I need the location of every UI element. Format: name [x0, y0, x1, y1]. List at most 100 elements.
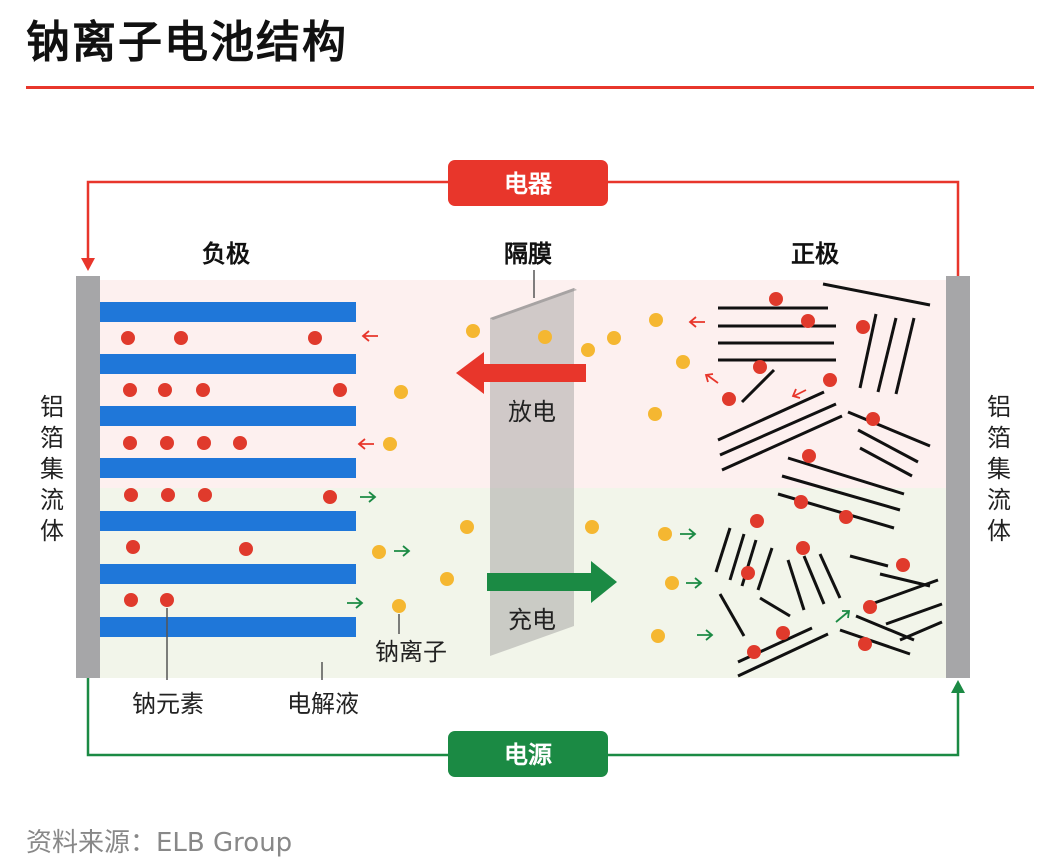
- small-arrow-left-icon: [791, 388, 807, 399]
- cathode-sodium-atoms: [722, 292, 910, 659]
- sodium-atom: [802, 449, 816, 463]
- sodium-atom: [333, 383, 347, 397]
- discharge-label: 放电: [508, 398, 556, 426]
- sodium-atom: [233, 436, 247, 450]
- right-current-collector: [946, 276, 970, 678]
- sodium-atom: [174, 331, 188, 345]
- left-collector-char-1: 铝: [40, 393, 64, 421]
- left-current-collector: [76, 276, 100, 678]
- separator-heading: 隔膜: [504, 240, 552, 268]
- sodium-atom: [323, 490, 337, 504]
- sodium-atom: [776, 626, 790, 640]
- sodium-atom: [858, 637, 872, 651]
- small-arrow-right-icon: [680, 528, 697, 540]
- sodium-ion: [648, 407, 662, 421]
- right-collector-label: 铝 箔 集 流 体: [987, 393, 1019, 545]
- sodium-atom: [121, 331, 135, 345]
- sodium-element-label: 钠元素: [132, 690, 204, 718]
- small-charge-arrows: [347, 491, 851, 641]
- sodium-atom: [750, 514, 764, 528]
- small-arrow-left-icon: [361, 330, 378, 342]
- appliance-badge: 电器: [448, 160, 608, 206]
- arrow-up-icon: [951, 680, 965, 693]
- small-arrow-right-icon: [697, 629, 714, 641]
- sodium-ion: [440, 572, 454, 586]
- sodium-atom: [866, 412, 880, 426]
- cathode-structure: [714, 282, 943, 678]
- anode-layer: [100, 406, 356, 426]
- sodium-atom: [160, 593, 174, 607]
- sodium-ion: [372, 545, 386, 559]
- sodium-ion: [466, 324, 480, 338]
- sodium-atom: [753, 360, 767, 374]
- sodium-ions: [372, 313, 690, 643]
- page-title: 钠离子电池结构: [26, 17, 348, 68]
- sodium-atom: [722, 392, 736, 406]
- sodium-atom: [123, 383, 137, 397]
- charge-arrow: [487, 561, 617, 603]
- sodium-atom: [794, 495, 808, 509]
- sodium-ion: [607, 331, 621, 345]
- sodium-atom: [823, 373, 837, 387]
- title-divider: [26, 86, 1034, 89]
- charge-label: 充电: [508, 606, 556, 634]
- sodium-atom: [796, 541, 810, 555]
- small-discharge-arrows: [357, 316, 807, 450]
- small-arrow-left-icon: [688, 316, 705, 328]
- sodium-ion: [581, 343, 595, 357]
- sodium-atom: [161, 488, 175, 502]
- power-source-label: 电源: [504, 741, 552, 769]
- anode-layer: [100, 458, 356, 478]
- right-collector-char-4: 流: [987, 486, 1011, 514]
- left-collector-char-4: 流: [40, 486, 64, 514]
- left-collector-label: 铝 箔 集 流 体: [40, 393, 72, 545]
- right-collector-char-2: 箔: [987, 424, 1011, 452]
- small-arrow-right-icon: [394, 545, 411, 557]
- sodium-atom: [896, 558, 910, 572]
- anode-layer: [100, 511, 356, 531]
- small-arrow-left-icon: [357, 438, 374, 450]
- sodium-atom: [769, 292, 783, 306]
- sodium-atom: [197, 436, 211, 450]
- sodium-atom: [856, 320, 870, 334]
- small-arrow-left-icon: [704, 373, 719, 384]
- sodium-atom: [158, 383, 172, 397]
- appliance-label: 电器: [504, 170, 553, 198]
- anode-layer: [100, 302, 356, 322]
- arrow-down-icon: [81, 258, 95, 271]
- sodium-ion: [658, 527, 672, 541]
- sodium-ion: [651, 629, 665, 643]
- anode-sodium-atoms: [121, 331, 347, 607]
- left-collector-char-2: 箔: [40, 424, 64, 452]
- sodium-atom: [124, 593, 138, 607]
- sodium-atom: [124, 488, 138, 502]
- discharge-arrow: [456, 352, 586, 394]
- sodium-atom: [196, 383, 210, 397]
- sodium-atom: [239, 542, 253, 556]
- sodium-atom: [863, 600, 877, 614]
- sodium-ion: [394, 385, 408, 399]
- sodium-atom: [126, 540, 140, 554]
- right-collector-char-5: 体: [987, 517, 1011, 545]
- anode-layer: [100, 617, 356, 637]
- sodium-ion: [585, 520, 599, 534]
- sodium-ion: [392, 599, 406, 613]
- small-arrow-right-icon: [835, 610, 851, 623]
- small-arrow-right-icon: [347, 597, 364, 609]
- sodium-atom: [160, 436, 174, 450]
- anode-layer: [100, 564, 356, 584]
- right-collector-char-1: 铝: [987, 393, 1011, 421]
- anode-layer: [100, 354, 356, 374]
- sodium-ion: [460, 520, 474, 534]
- electrolyte-label: 电解液: [287, 690, 359, 718]
- sodium-ion-label: 钠离子: [375, 638, 447, 666]
- sodium-atom: [198, 488, 212, 502]
- sodium-atom: [747, 645, 761, 659]
- positive-electrode-heading: 正极: [791, 240, 839, 268]
- sodium-atom: [839, 510, 853, 524]
- sodium-atom: [123, 436, 137, 450]
- sodium-atom: [308, 331, 322, 345]
- left-collector-char-5: 体: [40, 517, 64, 545]
- small-arrow-right-icon: [360, 491, 377, 503]
- sodium-atom: [801, 314, 815, 328]
